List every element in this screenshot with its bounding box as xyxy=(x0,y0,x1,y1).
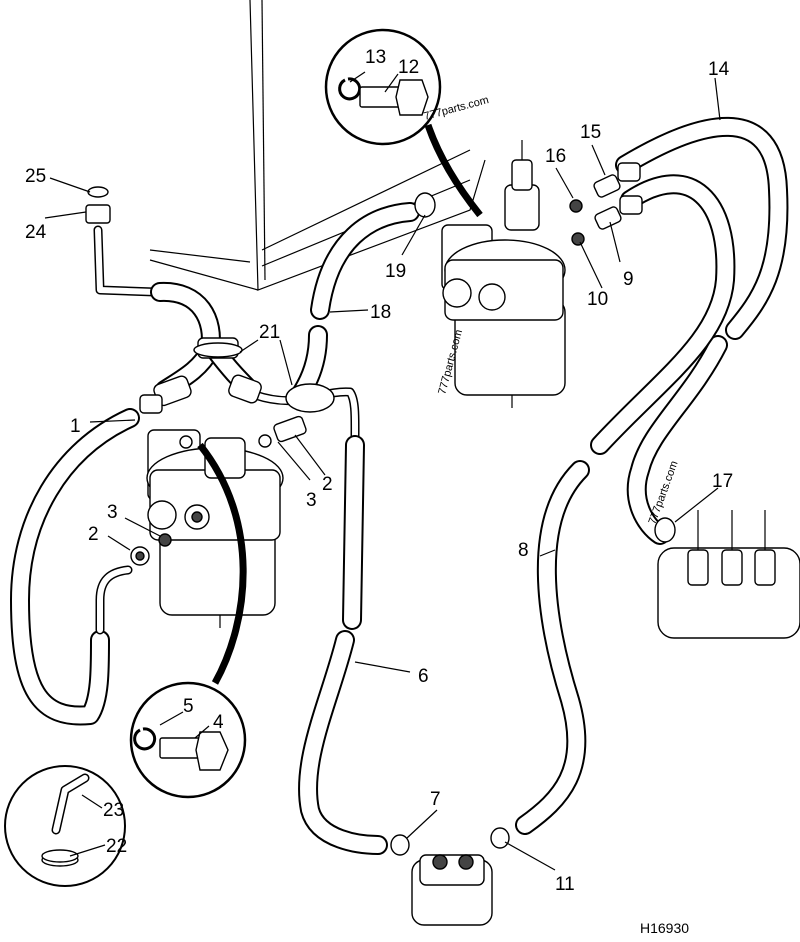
hose-1 xyxy=(10,408,140,726)
hose-y-assembly xyxy=(93,225,260,400)
callout-10: 10 xyxy=(587,289,608,310)
hose-14 xyxy=(615,116,789,545)
zoom-bolt-12-13 xyxy=(324,28,483,218)
callout-19: 19 xyxy=(385,261,406,282)
callout-5: 5 xyxy=(183,696,194,717)
callout-22: 22 xyxy=(106,836,127,857)
callout-labels: 1 2 3 3 2 4 5 6 7 8 9 10 11 12 13 14 15 … xyxy=(25,47,733,895)
left-fuel-filter xyxy=(146,429,284,628)
callout-8: 8 xyxy=(518,540,529,561)
callout-9: 9 xyxy=(623,269,634,290)
watermark-injector: 777parts.com xyxy=(647,459,681,526)
callout-25: 25 xyxy=(25,166,46,187)
callout-18: 18 xyxy=(370,302,391,323)
right-fuel-filter xyxy=(441,140,566,408)
callout-21: 21 xyxy=(259,322,280,343)
callout-23: 23 xyxy=(103,800,124,821)
callout-3b: 3 xyxy=(306,490,317,511)
washers-nuts xyxy=(85,186,307,566)
callout-1: 1 xyxy=(70,416,81,437)
callout-6: 6 xyxy=(418,666,429,687)
callout-4: 4 xyxy=(213,712,224,733)
bottom-filter-head xyxy=(411,854,493,926)
zoom-clamp-22-23 xyxy=(4,765,126,887)
figure-reference: H16930 xyxy=(640,920,689,936)
clamps xyxy=(193,192,676,856)
callout-11: 11 xyxy=(555,874,575,895)
fittings-right xyxy=(569,162,643,246)
callout-13: 13 xyxy=(365,47,386,68)
callout-16: 16 xyxy=(545,146,566,167)
callout-12: 12 xyxy=(398,57,419,78)
hose-6 xyxy=(298,435,388,855)
leader-lines xyxy=(44,71,721,871)
callout-15: 15 xyxy=(580,122,601,143)
callout-17: 17 xyxy=(712,471,733,492)
pipe-6-feed xyxy=(250,387,360,445)
zoom-bolt-4-5 xyxy=(129,442,247,799)
callout-3: 3 xyxy=(107,502,118,523)
callout-7: 7 xyxy=(430,789,441,810)
callout-24: 24 xyxy=(25,222,47,243)
callout-14: 14 xyxy=(708,59,730,80)
callout-2b: 2 xyxy=(322,474,333,495)
injector-block xyxy=(657,510,800,639)
callout-2: 2 xyxy=(88,524,99,545)
hose-8 xyxy=(515,174,736,835)
